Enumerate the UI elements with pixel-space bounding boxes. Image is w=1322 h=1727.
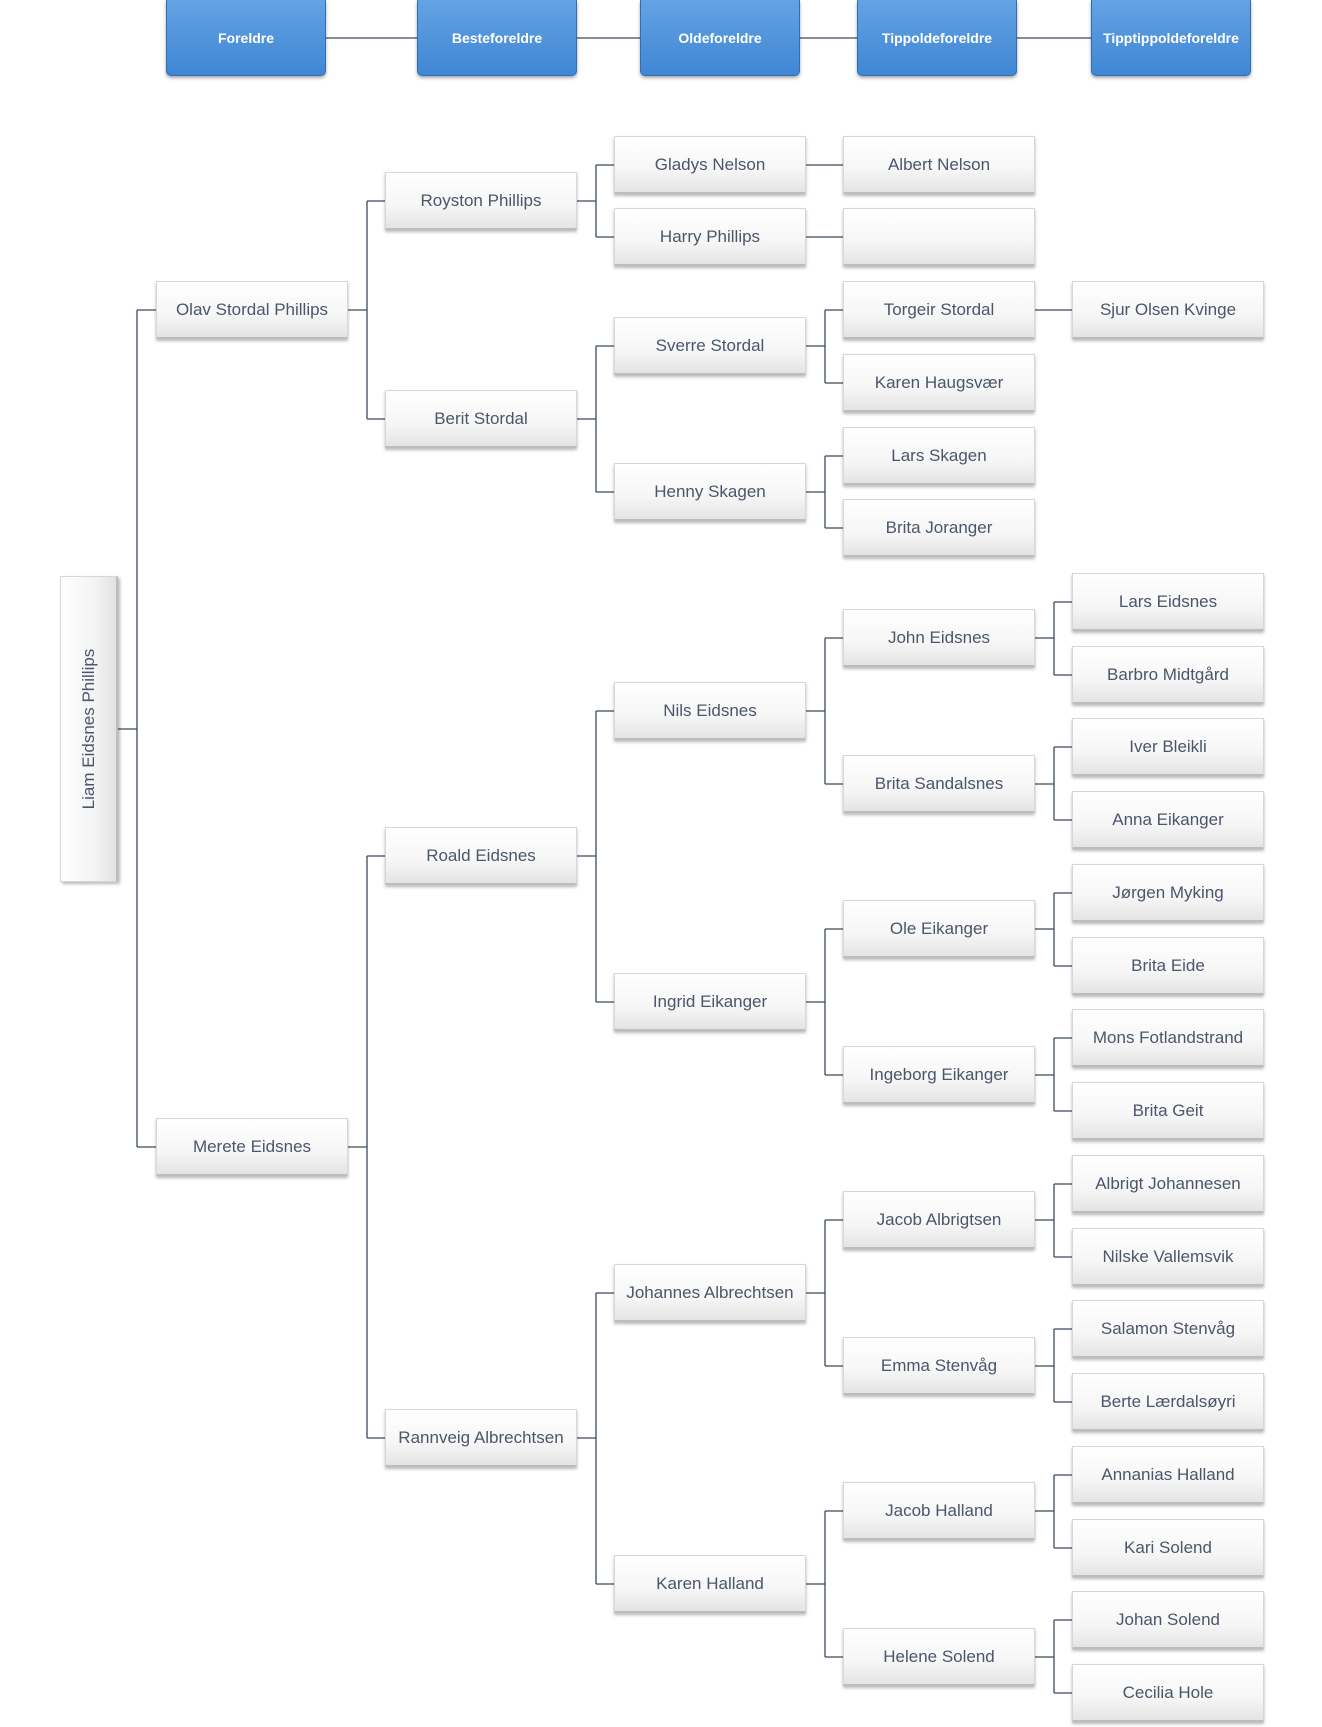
person-box-gen4: Lars Skagen [843, 427, 1035, 485]
header-tippoldeforeldre: Tippoldeforeldre [857, 0, 1017, 76]
person-box-gen4: Jacob Albrigtsen [843, 1191, 1035, 1249]
person-box-gen4: Albert Nelson [843, 136, 1035, 194]
person-box-grandparent: Rannveig Albrechtsen [385, 1409, 577, 1467]
person-box-gen5: Lars Eidsnes [1072, 573, 1264, 631]
person-box-gen4: Brita Sandalsnes [843, 755, 1035, 813]
root-person-box: Liam Eidsnes Phillips [60, 576, 118, 882]
person-box-parent: Olav Stordal Phillips [156, 281, 348, 339]
person-box-gen5: Nilske Vallemsvik [1072, 1228, 1264, 1286]
header-tipptippoldeforeldre: Tipptippoldeforeldre [1091, 0, 1251, 76]
person-box-gen4: Helene Solend [843, 1628, 1035, 1686]
person-box-gen4: Torgeir Stordal [843, 281, 1035, 339]
person-box-gen4 [843, 208, 1035, 266]
person-box-grandparent: Royston Phillips [385, 172, 577, 230]
person-box-gen5: Mons Fotlandstrand [1072, 1009, 1264, 1067]
person-box-gen4: Brita Joranger [843, 499, 1035, 557]
person-box-great-grandparent: Ingrid Eikanger [614, 973, 806, 1031]
person-box-gen5: Berte Lærdalsøyri [1072, 1373, 1264, 1431]
person-box-parent: Merete Eidsnes [156, 1118, 348, 1176]
person-box-gen5: Anna Eikanger [1072, 791, 1264, 849]
person-box-gen4: Karen Haugsvær [843, 354, 1035, 412]
person-box-great-grandparent: Sverre Stordal [614, 317, 806, 375]
person-box-gen5: Brita Eide [1072, 937, 1264, 995]
person-box-gen5: Albrigt Johannesen [1072, 1155, 1264, 1213]
person-box-great-grandparent: Harry Phillips [614, 208, 806, 266]
person-box-gen4: Emma Stenvåg [843, 1337, 1035, 1395]
person-box-great-grandparent: Johannes Albrechtsen [614, 1264, 806, 1322]
person-box-gen5: Salamon Stenvåg [1072, 1300, 1264, 1358]
root-person-name: Liam Eidsnes Phillips [78, 648, 98, 810]
person-box-great-grandparent: Gladys Nelson [614, 136, 806, 194]
person-box-gen4: John Eidsnes [843, 609, 1035, 667]
person-box-great-grandparent: Karen Halland [614, 1555, 806, 1613]
person-box-gen5: Brita Geit [1072, 1082, 1264, 1140]
person-box-gen4: Jacob Halland [843, 1482, 1035, 1540]
header-besteforeldre: Besteforeldre [417, 0, 577, 76]
person-box-gen5: Johan Solend [1072, 1591, 1264, 1649]
person-box-gen5: Annanias Halland [1072, 1446, 1264, 1504]
person-box-great-grandparent: Henny Skagen [614, 463, 806, 521]
person-box-grandparent: Roald Eidsnes [385, 827, 577, 885]
person-box-gen5: Cecilia Hole [1072, 1664, 1264, 1722]
person-box-grandparent: Berit Stordal [385, 390, 577, 448]
person-box-gen5: Kari Solend [1072, 1519, 1264, 1577]
person-box-gen4: Ole Eikanger [843, 900, 1035, 958]
header-foreldre: Foreldre [166, 0, 326, 76]
person-box-gen5: Sjur Olsen Kvinge [1072, 281, 1264, 339]
header-oldeforeldre: Oldeforeldre [640, 0, 800, 76]
person-box-gen4: Ingeborg Eikanger [843, 1046, 1035, 1104]
person-box-gen5: Barbro Midtgård [1072, 646, 1264, 704]
person-box-gen5: Jørgen Myking [1072, 864, 1264, 922]
person-box-great-grandparent: Nils Eidsnes [614, 682, 806, 740]
person-box-gen5: Iver Bleikli [1072, 718, 1264, 776]
